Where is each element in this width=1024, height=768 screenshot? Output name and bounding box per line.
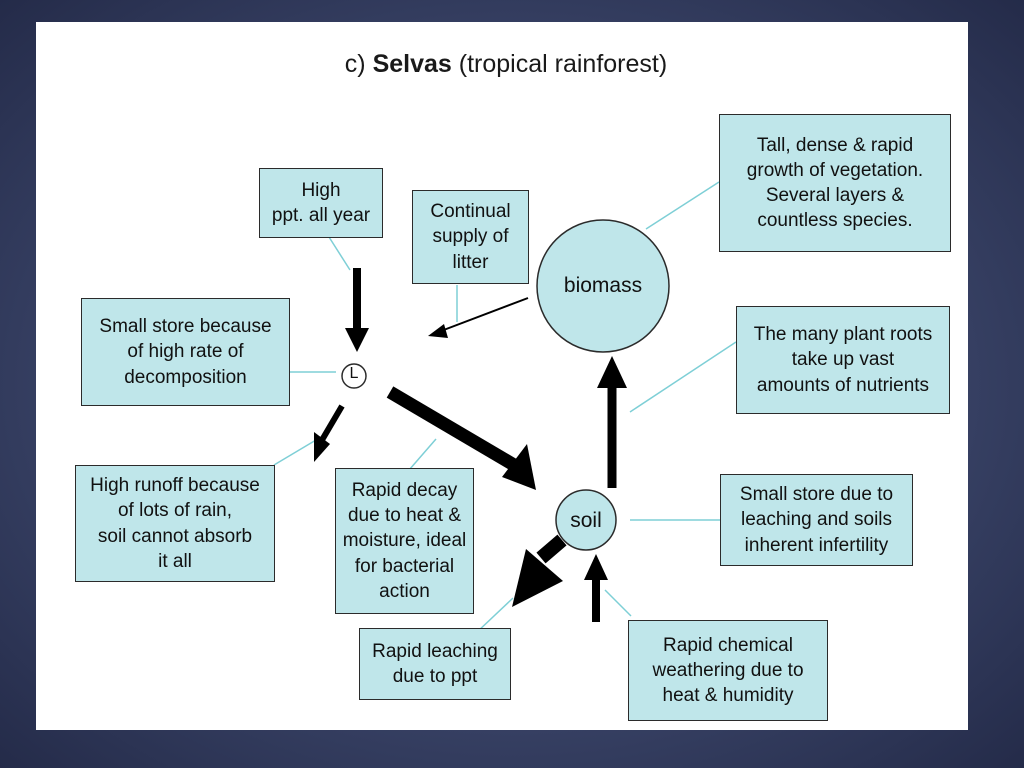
biomass-circle	[536, 219, 670, 353]
connector-vegetation	[645, 181, 720, 230]
arrow-litterfall-shaft	[440, 297, 529, 332]
box-leaching: Rapid leaching due to ppt	[359, 628, 511, 700]
soil-label: soil	[570, 509, 602, 532]
box-precipitation: High ppt. all year	[259, 168, 383, 238]
box-small-store-litter: Small store because of high rate of deco…	[81, 298, 290, 406]
slide: c) Selvas (tropical rainforest)	[36, 22, 968, 730]
arrow-uptake-head	[597, 356, 627, 388]
arrow-runoff-head	[314, 432, 330, 462]
arrow-decomposition-head	[502, 444, 536, 490]
connector-precip	[328, 236, 351, 271]
arrow-precip-head	[345, 328, 369, 352]
title-bold: Selvas	[372, 50, 452, 78]
litter-label: L	[349, 365, 359, 382]
arrow-decomposition-shaft	[386, 386, 518, 471]
box-vegetation: Tall, dense & rapid growth of vegetation…	[719, 114, 951, 252]
connector-leaching	[475, 597, 514, 634]
connector-weathering	[604, 589, 632, 617]
title-suffix: (tropical rainforest)	[451, 50, 668, 78]
box-runoff: High runoff because of lots of rain, soi…	[75, 465, 275, 582]
soil-circle	[555, 489, 617, 551]
box-plant-roots: The many plant roots take up vast amount…	[736, 306, 950, 414]
litter-circle	[341, 363, 367, 389]
box-small-store-soil: Small store due to leaching and soils in…	[720, 474, 913, 566]
box-litter-supply: Continual supply of litter	[412, 190, 529, 284]
box-rapid-decay: Rapid decay due to heat & moisture, idea…	[335, 468, 474, 614]
arrow-weathering-head	[584, 554, 608, 580]
biomass-label: biomass	[563, 274, 643, 297]
arrow-leaching-shaft	[536, 534, 567, 564]
title-prefix: c)	[344, 50, 373, 78]
arrow-litterfall-head	[428, 324, 448, 338]
diagram-title: c) Selvas (tropical rainforest)	[36, 50, 976, 79]
arrow-runoff-shaft	[319, 404, 345, 442]
arrow-leaching-head	[512, 549, 563, 607]
diagram-graphics	[273, 181, 737, 634]
connector-roots	[629, 341, 737, 413]
connector-runoff	[273, 439, 317, 466]
box-weathering: Rapid chemical weathering due to heat & …	[628, 620, 828, 721]
